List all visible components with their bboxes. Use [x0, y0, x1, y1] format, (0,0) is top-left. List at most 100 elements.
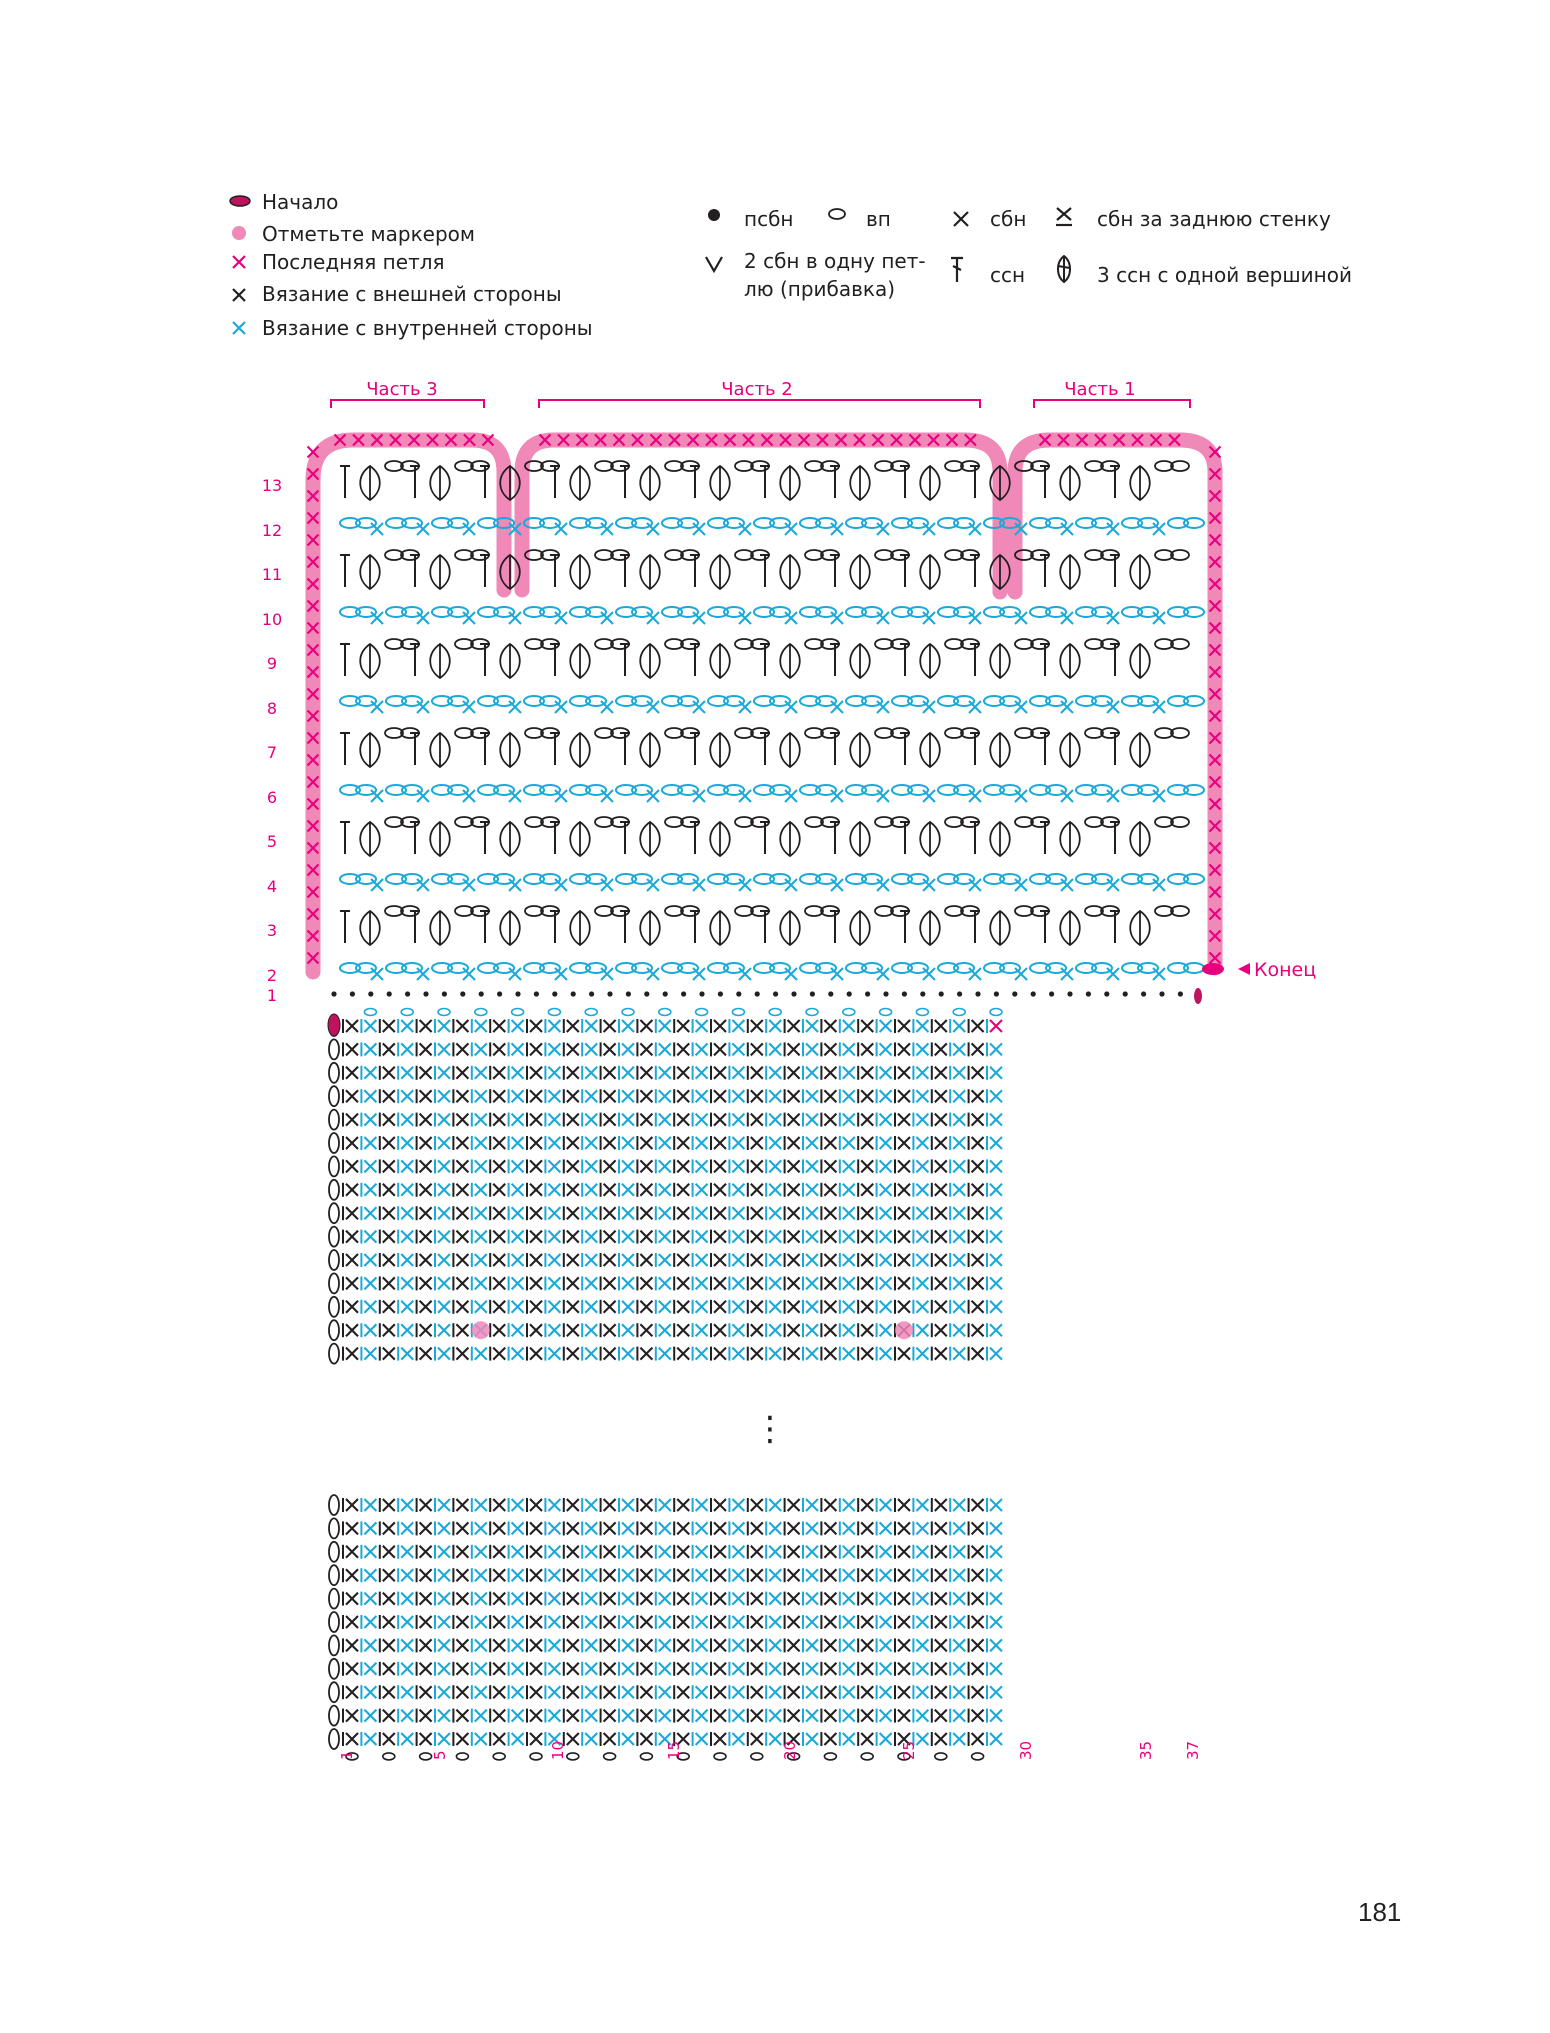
- sc-cross: [602, 1323, 617, 1337]
- sc-cross: [474, 1732, 488, 1746]
- chain-oval: [845, 517, 867, 529]
- dc-stitch: [1040, 910, 1050, 943]
- bracket-part2: [538, 399, 981, 408]
- legend-inside-label: Вязание с внутренней стороны: [262, 316, 593, 340]
- sc-cross: [970, 1545, 985, 1559]
- sc-cross: [768, 1206, 782, 1220]
- sc-cross: [510, 1066, 525, 1080]
- sc-cross: [989, 1042, 1003, 1057]
- sc-cross: [694, 1089, 709, 1103]
- edge-cross-top: [797, 433, 811, 447]
- sc-cross: [842, 1638, 856, 1653]
- sc-cross: [418, 1568, 433, 1582]
- edge-cross-left: [306, 445, 320, 459]
- sc-cross: [805, 1346, 819, 1361]
- chain-oval: [1167, 962, 1189, 974]
- sc-cross-cyan: [1152, 789, 1166, 803]
- sc-cross: [455, 1662, 470, 1676]
- sc-cross: [363, 1346, 378, 1361]
- sc-cross: [510, 1136, 525, 1150]
- edge-cross-top: [481, 433, 495, 447]
- chain-oval: [1137, 517, 1159, 529]
- sc-cross: [934, 1159, 948, 1174]
- sc-cross: [952, 1112, 966, 1127]
- sc-cross: [547, 1638, 562, 1653]
- sc-cross: [547, 1708, 562, 1723]
- sc-cross: [382, 1545, 396, 1559]
- sc-cross-cyan: [508, 611, 522, 625]
- sc-cross: [418, 1229, 433, 1244]
- sc-cross: [970, 1276, 985, 1291]
- sc-cross: [639, 1159, 654, 1174]
- sc-cross: [897, 1136, 911, 1150]
- sc-cross: [363, 1066, 378, 1080]
- sc-cross: [474, 1521, 488, 1536]
- chain-oval: [664, 638, 684, 650]
- dc3-cluster: [359, 553, 381, 591]
- sc-cross-cyan: [692, 967, 706, 981]
- dc-stitch: [830, 821, 840, 854]
- sc-cross: [878, 1323, 893, 1337]
- sc-cross-cyan: [1152, 878, 1166, 892]
- sc-cross: [952, 1276, 966, 1291]
- chain-oval: [569, 695, 591, 707]
- sc-cross: [786, 1136, 801, 1150]
- chain-oval: [707, 695, 729, 707]
- dc3-cluster: [429, 553, 451, 591]
- sc-cross-cyan: [830, 967, 844, 981]
- chain-oval: [1075, 517, 1097, 529]
- sc-cross-cyan: [784, 611, 798, 625]
- chain-oval: [1170, 460, 1190, 472]
- sc-cross-icon: [952, 210, 970, 232]
- chain-oval-vertical: [328, 1728, 340, 1750]
- sc-cross: [934, 1066, 948, 1080]
- increase-v-icon: [704, 255, 724, 277]
- start-oval-marker: [327, 1013, 341, 1037]
- sc-cross: [474, 1159, 488, 1174]
- sc-cross: [970, 1183, 985, 1197]
- lower-sc-grid: [328, 1494, 1003, 1761]
- sc-cross: [658, 1159, 672, 1174]
- edge-cross-right: [1208, 511, 1222, 525]
- sc-cross: [529, 1708, 543, 1723]
- upper-sc-grid: [328, 1007, 1003, 1365]
- chain-oval: [1170, 816, 1190, 828]
- dc-stitch: [1040, 465, 1050, 498]
- sc-cross: [584, 1300, 598, 1314]
- sc-cross: [400, 1732, 414, 1746]
- section-label-part1: Часть 1: [1064, 379, 1136, 400]
- sc-cross: [584, 1732, 598, 1746]
- sc-cross: [842, 1276, 856, 1291]
- chain-oval: [753, 784, 775, 796]
- sc-cross: [952, 1089, 966, 1103]
- sc-cross: [510, 1568, 525, 1582]
- sc-cross: [400, 1708, 414, 1723]
- chain-oval: [384, 549, 404, 561]
- sc-cross: [731, 1638, 746, 1653]
- edge-cross-left: [306, 731, 320, 745]
- sc-cross: [345, 1136, 359, 1150]
- sc-cross: [621, 1253, 635, 1267]
- sc-cross: [805, 1136, 819, 1150]
- chain-oval: [523, 784, 545, 796]
- sc-cross: [621, 1708, 635, 1723]
- sc-cross: [915, 1521, 930, 1536]
- dc-stitch: [690, 465, 700, 498]
- edge-cross-left: [306, 599, 320, 613]
- sc-cross: [897, 1615, 911, 1629]
- sc-cross: [566, 1276, 580, 1291]
- dc-stitch: [900, 643, 910, 676]
- dc3-cluster: [569, 464, 591, 502]
- sc-cross: [731, 1276, 746, 1291]
- dc3-cluster: [849, 464, 871, 502]
- sc-cross: [566, 1300, 580, 1314]
- sc-cross: [805, 1276, 819, 1291]
- sc-cross-cyan: [416, 611, 430, 625]
- sc-cross: [713, 1229, 727, 1244]
- chain-oval: [615, 873, 637, 885]
- chain-oval: [437, 1007, 451, 1017]
- sc-cross: [750, 1183, 764, 1197]
- edge-cross-right: [1208, 731, 1222, 745]
- sc-cross: [363, 1545, 378, 1559]
- sc-cross: [915, 1591, 930, 1606]
